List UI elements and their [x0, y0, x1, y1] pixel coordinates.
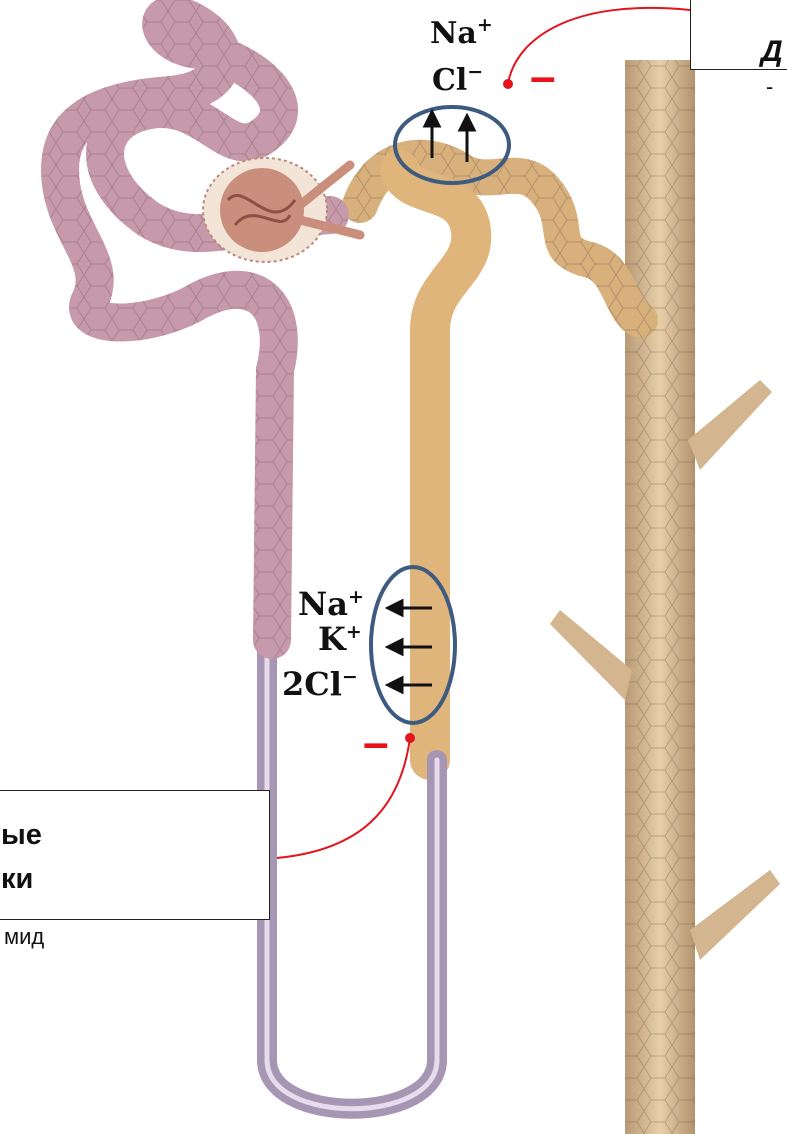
bottom-left-callout-line1: ые	[1, 813, 269, 857]
top-na-label: Na+	[430, 14, 493, 51]
top-ion-labels: Na+ Cl−	[430, 14, 493, 98]
bottom-minus-sign: –	[363, 716, 389, 768]
bottom-na-label: Na+	[298, 585, 364, 623]
bottom-left-callout-box: ые ки	[0, 790, 270, 920]
top-right-callout-text: Д	[761, 35, 783, 68]
top-minus-sign: –	[530, 50, 556, 102]
bottom-pointer-line	[277, 738, 410, 858]
bottom-cl-label: 2Cl−	[282, 665, 358, 703]
bottom-k-label: K+	[318, 620, 362, 658]
bottom-ion-labels: Na+ K+ 2Cl−	[282, 585, 364, 703]
top-cl-label: Cl−	[432, 61, 483, 98]
bottom-left-drug-text: мид	[4, 924, 44, 950]
collecting-duct	[550, 60, 780, 1134]
top-right-drug-text: -	[766, 74, 773, 100]
top-right-callout-box: Д	[690, 0, 787, 70]
bottom-left-callout-line2: ки	[1, 857, 269, 901]
thick-ascending-limb	[400, 170, 471, 760]
